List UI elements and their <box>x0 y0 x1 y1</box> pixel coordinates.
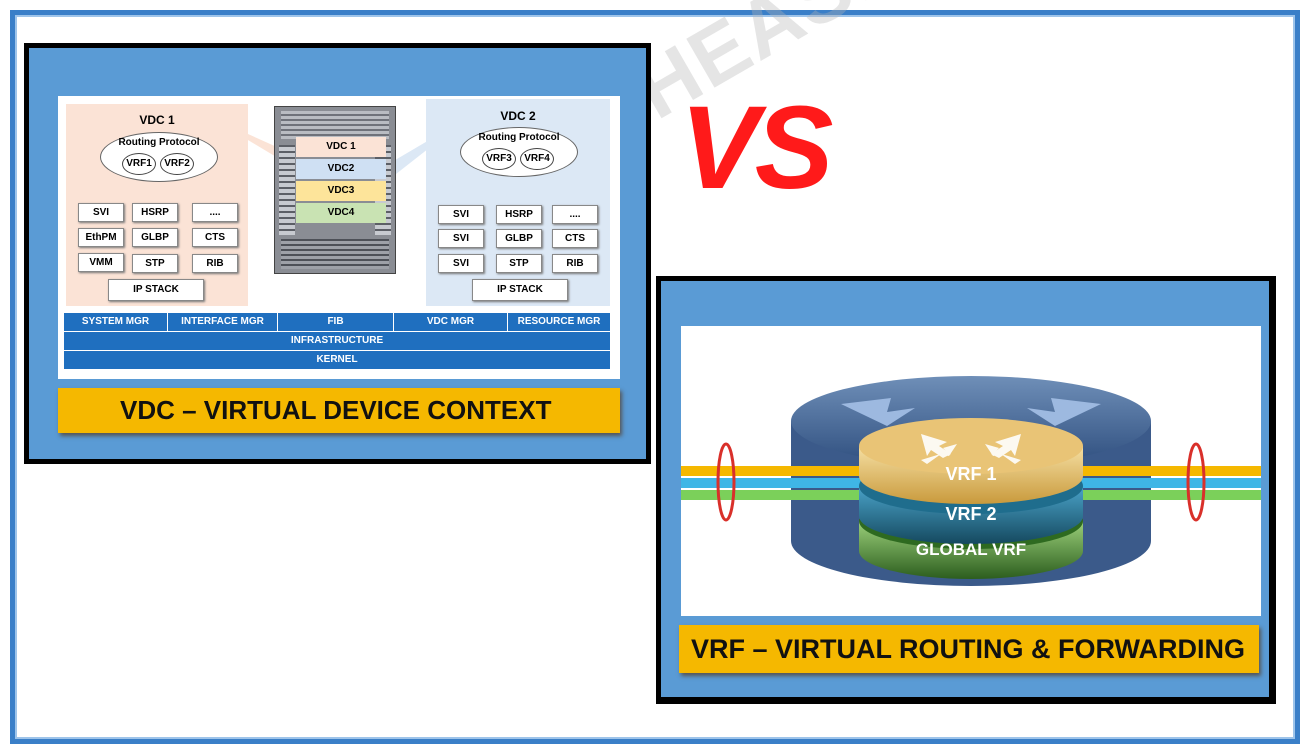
manager-cell: FIB <box>278 313 394 331</box>
vdc2-proc: SVI <box>438 229 484 248</box>
vdc2-region: VDC 2 Routing Protocol VRF3 VRF4 SVI HSR… <box>426 99 610 306</box>
chassis-slot-vdc2: VDC2 <box>296 159 386 179</box>
vdc-panel: VDC 1 Routing Protocol VRF1 VRF2 SVI HSR… <box>24 43 651 464</box>
vdc2-proc: .... <box>552 205 598 224</box>
kernel-row: KERNEL <box>64 350 610 369</box>
vdc2-proc: RIB <box>552 254 598 273</box>
vdc2-proc: GLBP <box>496 229 542 248</box>
manager-cell: SYSTEM MGR <box>64 313 168 331</box>
left-ring <box>716 442 736 522</box>
vdc1-routing-protocol-label: Routing Protocol <box>118 137 200 148</box>
vdc1-proc: SVI <box>78 203 124 222</box>
chassis-top-vent <box>281 111 389 139</box>
vdc1-proc: CTS <box>192 228 238 247</box>
chassis-slot-vdc4: VDC4 <box>296 203 386 223</box>
vdc2-ip-stack: IP STACK <box>472 279 568 301</box>
manager-cell: INTERFACE MGR <box>168 313 278 331</box>
vdc1-proc: GLBP <box>132 228 178 247</box>
vrf2-label: VRF 2 <box>945 504 996 524</box>
vdc2-routing-protocol-label: Routing Protocol <box>478 132 560 143</box>
lane-blue-right <box>1081 478 1261 488</box>
vdc-banner: VDC – VIRTUAL DEVICE CONTEXT <box>58 388 620 433</box>
vs-label: VS <box>680 82 833 214</box>
vdc2-vrf-4: VRF4 <box>520 148 554 170</box>
chassis-slot-vdc3: VDC3 <box>296 181 386 201</box>
manager-cell: RESOURCE MGR <box>517 316 601 327</box>
vdc1-region: VDC 1 Routing Protocol VRF1 VRF2 SVI HSR… <box>66 104 248 306</box>
vdc1-proc: STP <box>132 254 178 273</box>
vdc2-proc: SVI <box>438 205 484 224</box>
vdc2-routing-protocol: Routing Protocol <box>460 127 578 177</box>
manager-cell: VDC MGR <box>394 313 508 331</box>
vdc1-proc: EthPM <box>78 228 124 247</box>
vrf-router-graphic: VRF 1 VRF 2 GLOBAL VRF <box>681 376 1261 586</box>
vdc1-vrf-1: VRF1 <box>122 153 156 175</box>
base-arrow-right <box>1027 398 1101 426</box>
vdc2-vrf-3: VRF3 <box>482 148 516 170</box>
vrf-diagram: VRF 1 VRF 2 GLOBAL VRF <box>681 326 1261 616</box>
lane-gold-right <box>1081 466 1261 476</box>
vrf-panel-inner: VRF 1 VRF 2 GLOBAL VRF VRF – VIRTUAL ROU… <box>661 281 1269 697</box>
chassis-slot-vdc1: VDC 1 <box>296 137 386 157</box>
vdc1-routing-protocol: Routing Protocol <box>100 132 218 182</box>
vdc1-proc: RIB <box>192 254 238 273</box>
lane-green-left <box>681 490 871 500</box>
router-arrows-icon <box>921 434 1021 464</box>
vdc-diagram: VDC 1 Routing Protocol VRF1 VRF2 SVI HSR… <box>58 96 620 379</box>
vdc1-vrf-2: VRF2 <box>160 153 194 175</box>
lane-gold-left <box>681 466 871 476</box>
lane-blue-left <box>681 478 871 488</box>
vdc1-proc: .... <box>192 203 238 222</box>
vdc1-proc: VMM <box>78 253 124 272</box>
vrf-banner: VRF – VIRTUAL ROUTING & FORWARDING <box>679 625 1259 673</box>
chassis-slot-stack: VDC 1 VDC2 VDC3 VDC4 <box>296 137 386 223</box>
vdc2-proc: CTS <box>552 229 598 248</box>
vdc-panel-inner: VDC 1 Routing Protocol VRF1 VRF2 SVI HSR… <box>29 48 646 459</box>
global-vrf-label: GLOBAL VRF <box>916 540 1026 559</box>
base-arrow-left <box>841 398 915 426</box>
vrf1-disc-top <box>859 418 1083 474</box>
vdc2-title: VDC 2 <box>500 109 536 123</box>
vdc2-proc: STP <box>496 254 542 273</box>
vdc1-ip-stack: IP STACK <box>108 279 204 301</box>
lane-green-right <box>1081 490 1261 500</box>
vrf-panel: VRF 1 VRF 2 GLOBAL VRF VRF – VIRTUAL ROU… <box>656 276 1276 704</box>
vdc2-proc: SVI <box>438 254 484 273</box>
right-ring <box>1186 442 1206 522</box>
vdc1-title: VDC 1 <box>139 113 175 127</box>
vrf1-label: VRF 1 <box>945 464 996 484</box>
vdc2-proc: HSRP <box>496 205 542 224</box>
infrastructure-row: INFRASTRUCTURE <box>64 331 610 350</box>
vdc1-proc: HSRP <box>132 203 178 222</box>
chassis-left-ports <box>279 145 295 235</box>
chassis-bottom-vent <box>281 239 389 269</box>
